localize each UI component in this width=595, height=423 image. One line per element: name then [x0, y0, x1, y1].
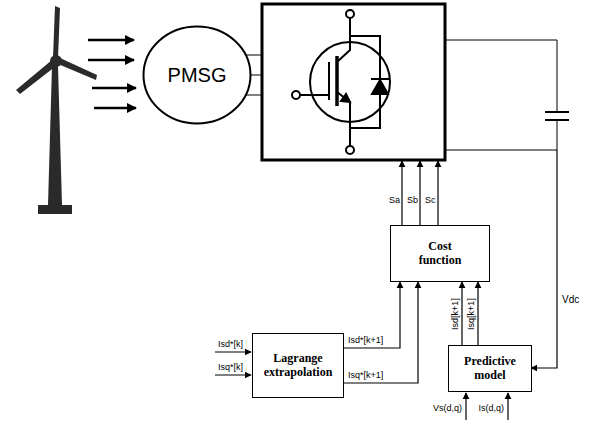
signal-name: Sb — [407, 196, 418, 205]
turbine-hub — [50, 55, 62, 67]
signal-connector — [344, 282, 400, 348]
vdc-line — [531, 150, 557, 368]
wind-arrows — [88, 40, 136, 108]
turbine-tower — [48, 66, 62, 205]
signal-name: Is(d,q) — [478, 404, 504, 413]
turbine-base — [38, 205, 72, 214]
converter-box — [262, 4, 445, 160]
wind-arrow — [88, 59, 134, 62]
igbt-symbol — [292, 10, 390, 154]
switch-signal — [419, 161, 420, 225]
process-box: Lagrange extrapolation — [252, 333, 344, 398]
signal-name: Sa — [389, 196, 400, 205]
dc-bus — [445, 40, 569, 150]
wind-arrow — [92, 87, 136, 90]
signal-name: Vdc — [562, 295, 579, 305]
igbt-channel — [335, 56, 339, 106]
dc-rail — [445, 40, 557, 112]
input-signal — [215, 351, 251, 352]
terminal — [346, 10, 354, 18]
diode-triangle — [372, 80, 388, 94]
diode-leads — [350, 36, 380, 128]
wind-arrow — [88, 39, 134, 42]
ellipse-outline — [144, 27, 251, 124]
turbine-blade — [16, 60, 56, 94]
dc-rail — [445, 120, 557, 150]
process-box: Predictive model — [448, 345, 532, 392]
switch-signals — [402, 161, 438, 225]
input-signal — [215, 374, 251, 375]
turbine-blade — [53, 6, 60, 58]
process-box: Cost function — [390, 225, 490, 282]
node-label: Predictive model — [454, 355, 526, 383]
emitter-lead — [337, 92, 350, 146]
signal-label: Isd[k+1] — [451, 298, 460, 330]
input-signal — [465, 393, 466, 420]
signal-name: Vs(d,q) — [433, 404, 462, 413]
generator-ellipse: PMSG — [142, 25, 252, 125]
signal-connector — [461, 282, 462, 345]
node-label: PMSG — [168, 64, 227, 87]
signal-label: Isq*[k+1] — [348, 371, 383, 380]
collector-lead — [337, 18, 350, 62]
switch-signal — [437, 161, 438, 225]
diode-bar — [371, 78, 389, 80]
wind-arrow — [94, 107, 136, 110]
switch-signal — [401, 161, 402, 225]
node-label: Lagrange extrapolation — [258, 352, 338, 380]
signal-name: Sc — [425, 196, 436, 205]
signal-connector — [477, 282, 478, 345]
signal-label: Isq[k+1] — [467, 298, 476, 330]
wind-turbine — [16, 6, 97, 214]
gate-lead — [300, 94, 329, 96]
terminal — [346, 146, 354, 154]
signal-connector — [344, 282, 418, 383]
emitter-arrow — [341, 94, 350, 102]
capacitor-plate — [545, 119, 569, 121]
terminal — [292, 91, 300, 99]
signal-name: Isd*[k] — [218, 340, 243, 349]
capacitor-plate — [545, 111, 569, 113]
signal-name: Isq*[k] — [218, 363, 243, 372]
signal-label: Isd*[k+1] — [348, 336, 383, 345]
turbine-blade — [58, 58, 97, 80]
input-signal — [507, 393, 508, 420]
node-label: Cost function — [408, 240, 472, 268]
